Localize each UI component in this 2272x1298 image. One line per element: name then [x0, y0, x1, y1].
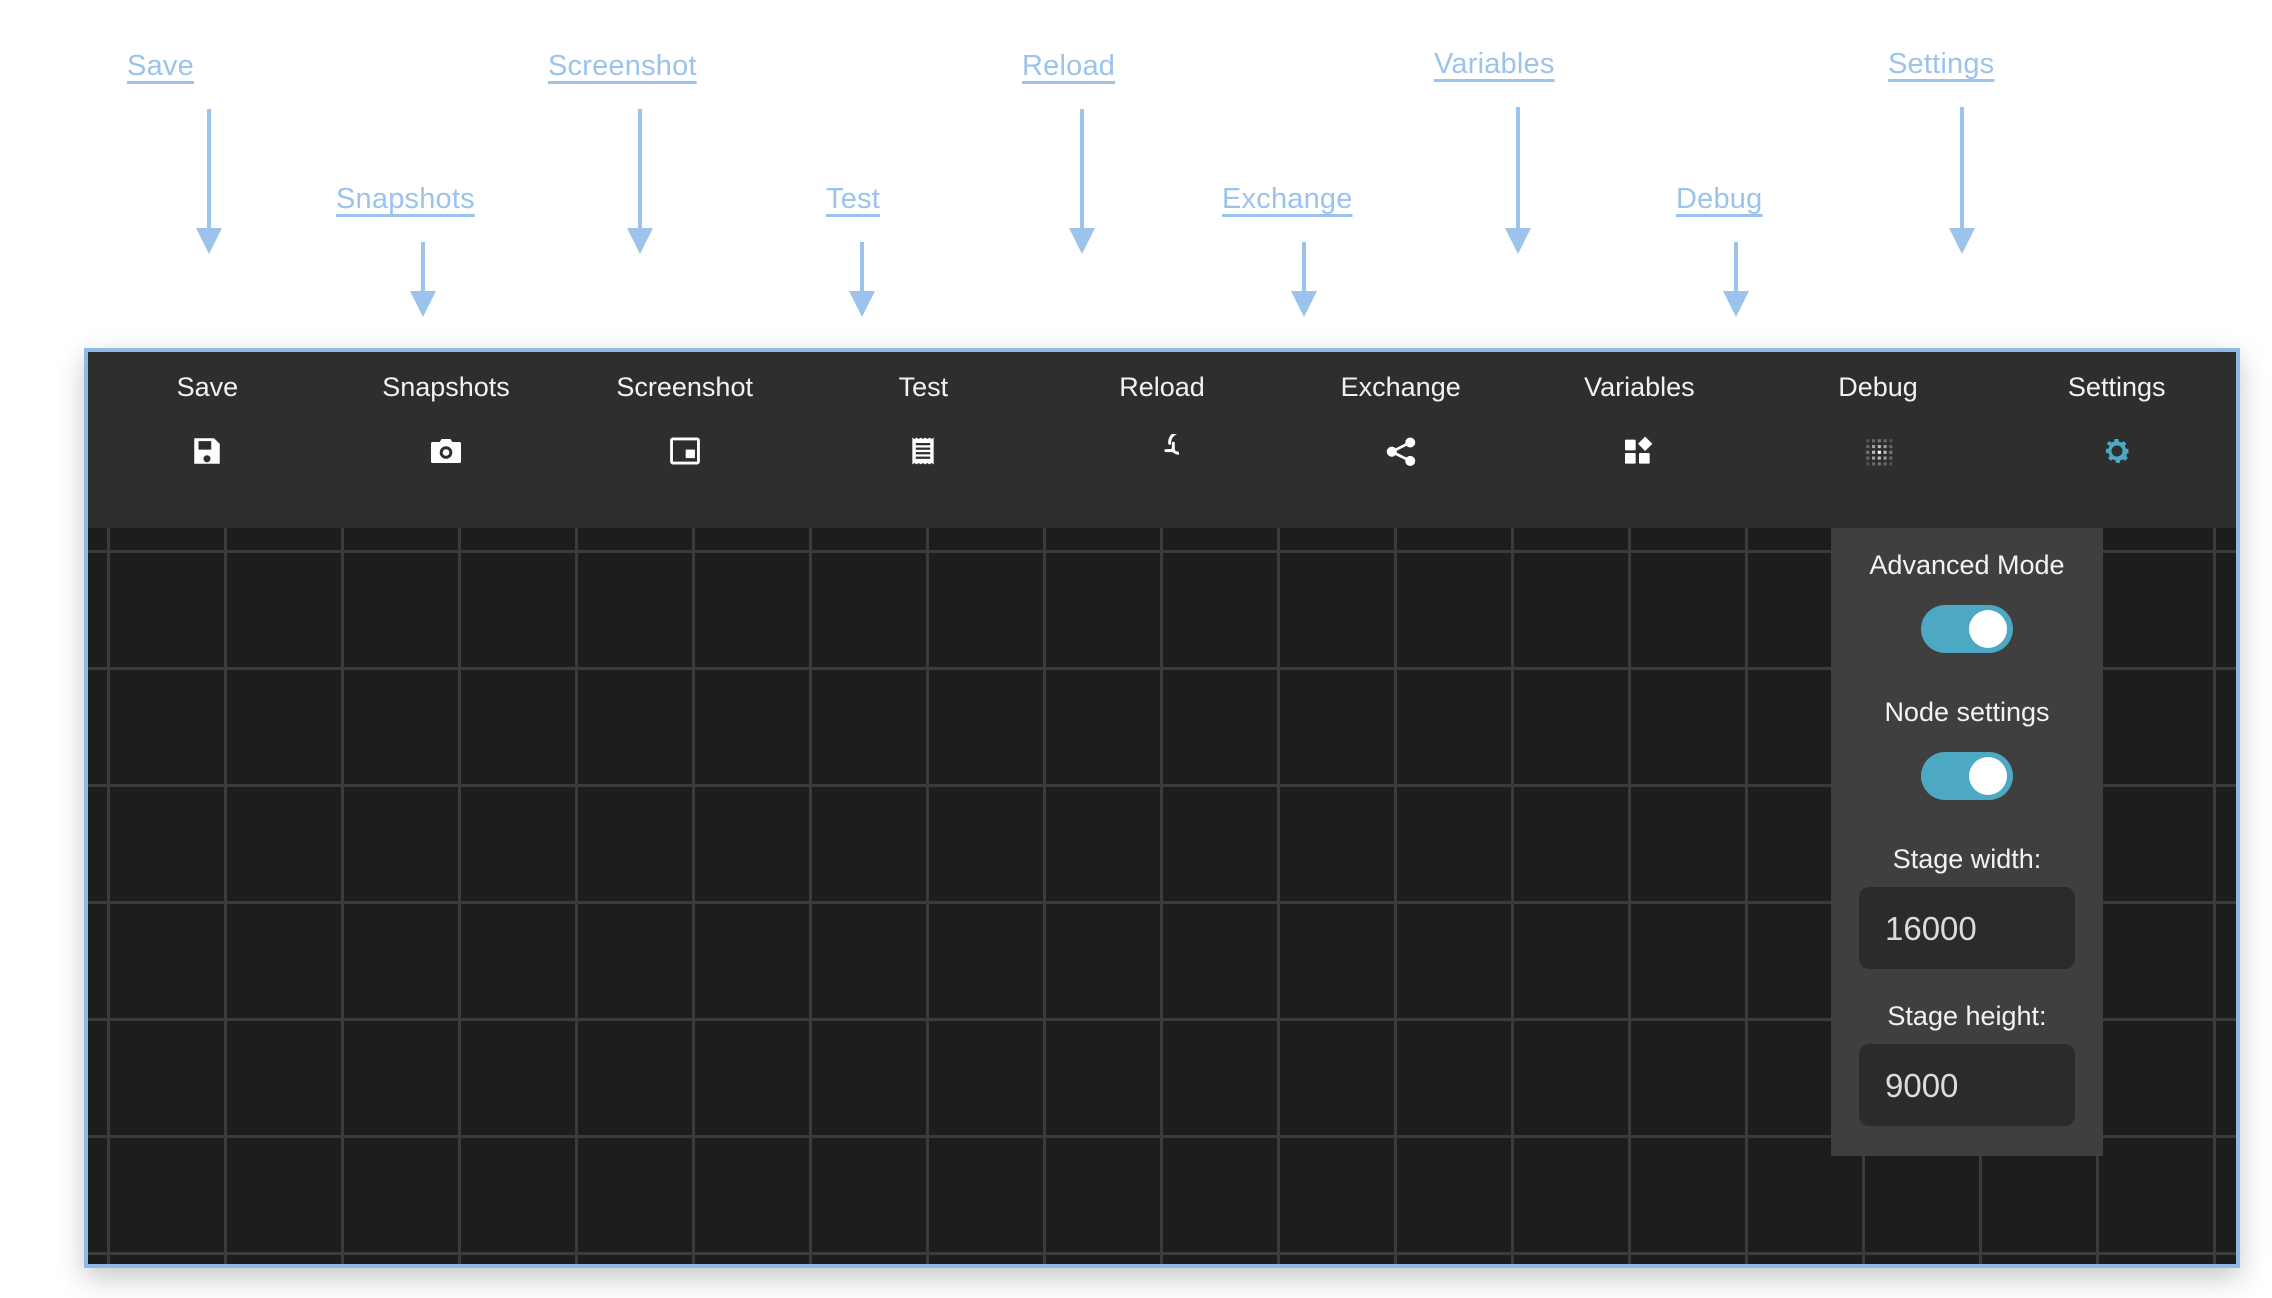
toolbar-button-settings[interactable]: Settings [1997, 352, 2236, 528]
toolbar-button-label: Screenshot [616, 372, 753, 402]
callout-arrow-head [1504, 228, 1531, 255]
callout-screenshot: Screenshot [548, 50, 697, 255]
application-window: Save Snapshots Screenshot Test Reload Exchang… [84, 348, 2240, 1268]
callout-arrow-head [1069, 228, 1096, 255]
callout-save: Save [104, 50, 222, 255]
callout-arrow-head [1949, 228, 1976, 255]
toolbar-button-debug[interactable]: Debug [1759, 352, 1998, 528]
toolbar-button-label: Exchange [1340, 372, 1461, 402]
callout-label: Snapshots [336, 183, 475, 215]
gear-icon[interactable] [2099, 433, 2135, 469]
callout-arrow-shaft [637, 109, 642, 230]
node-settings-toggle[interactable] [1921, 752, 2013, 800]
callout-arrow-head [196, 228, 222, 255]
callout-settings: Settings [1888, 48, 1995, 255]
toolbar-button-save[interactable]: Save [88, 352, 327, 528]
callout-arrow-shaft [1734, 242, 1739, 293]
stage-width-label: Stage width: [1892, 844, 2042, 874]
toolbar-button-reload[interactable]: Reload [1043, 352, 1282, 528]
toolbar-button-label: Test [898, 372, 949, 402]
callout-arrow-head [626, 228, 653, 255]
toolbar-button-label: Variables [1584, 372, 1695, 402]
callout-arrow-icon [1504, 107, 1531, 255]
callout-label: Exchange [1222, 183, 1353, 215]
stage-height-value: 9000 [1885, 1066, 1959, 1104]
node-settings-toggle-knob [1969, 757, 2007, 795]
callout-label: Debug [1676, 183, 1763, 215]
callout-arrow-head [1723, 291, 1750, 318]
stage-width-input[interactable]: 16000 [1859, 887, 2075, 969]
callout-arrow-head [849, 291, 875, 318]
top-toolbar: Save Snapshots Screenshot Test Reload Exchang… [88, 352, 2236, 528]
callout-test: Test [826, 183, 880, 318]
callout-arrow-icon [1290, 242, 1317, 318]
callout-arrow-icon [1723, 242, 1750, 318]
toolbar-button-test[interactable]: Test [804, 352, 1043, 528]
dot-grid-icon[interactable] [1860, 433, 1896, 469]
toolbar-button-label: Save [176, 372, 239, 402]
callout-debug: Debug [1676, 183, 1763, 318]
node-settings-label: Node settings [1884, 697, 2050, 727]
advanced-mode-toggle-knob [1969, 610, 2007, 648]
callout-arrow-head [1290, 291, 1317, 318]
toolbar-button-label: Snapshots [382, 372, 510, 402]
callout-arrow-shaft [1301, 242, 1306, 293]
callout-label: Reload [1022, 50, 1116, 82]
callout-arrow-shaft [1080, 109, 1085, 230]
camera-icon[interactable] [428, 433, 464, 469]
callout-reload: Reload [1022, 50, 1116, 255]
callout-arrow-icon [626, 109, 653, 255]
stage-width-value: 16000 [1885, 909, 1977, 947]
callout-label: Variables [1434, 48, 1555, 80]
callout-variables: Variables [1434, 48, 1555, 255]
advanced-mode-toggle[interactable] [1921, 605, 2013, 653]
picture-in-picture-icon[interactable] [667, 433, 703, 469]
callout-arrow-head [409, 291, 436, 318]
toolbar-button-exchange[interactable]: Exchange [1281, 352, 1520, 528]
callout-arrow-shaft [207, 109, 211, 230]
floppy-disk-icon[interactable] [189, 433, 225, 469]
advanced-mode-label: Advanced Mode [1869, 550, 2065, 580]
toolbar-button-screenshot[interactable]: Screenshot [565, 352, 804, 528]
callout-arrow-icon [849, 242, 875, 318]
settings-dropdown-panel: Advanced Mode Node settings Stage width:… [1831, 528, 2103, 1156]
callout-label: Settings [1888, 48, 1995, 80]
refresh-icon[interactable] [1144, 433, 1180, 469]
widgets-icon[interactable] [1621, 433, 1657, 469]
toolbar-button-label: Reload [1119, 372, 1205, 402]
callout-arrow-shaft [860, 242, 864, 293]
toolbar-button-label: Settings [2067, 372, 2166, 402]
share-nodes-icon[interactable] [1383, 433, 1419, 469]
callout-arrow-icon [1949, 107, 1976, 255]
callout-arrow-shaft [1515, 107, 1520, 230]
stage-height-input[interactable]: 9000 [1859, 1044, 2075, 1126]
callout-arrow-shaft [420, 242, 425, 293]
receipt-list-icon[interactable] [905, 433, 941, 469]
callout-label: Save [127, 50, 194, 82]
callout-label: Screenshot [548, 50, 697, 82]
callout-label: Test [826, 183, 880, 215]
callout-exchange: Exchange [1222, 183, 1353, 318]
stage-height-label: Stage height: [1887, 1001, 2047, 1031]
callout-arrow-icon [1069, 109, 1096, 255]
toolbar-button-label: Debug [1838, 372, 1918, 402]
callout-arrow-icon [196, 109, 222, 255]
toolbar-button-variables[interactable]: Variables [1520, 352, 1759, 528]
callout-arrow-icon [409, 242, 436, 318]
callout-arrow-shaft [1960, 107, 1965, 230]
toolbar-button-snapshots[interactable]: Snapshots [327, 352, 566, 528]
callout-snapshots: Snapshots [336, 183, 475, 318]
